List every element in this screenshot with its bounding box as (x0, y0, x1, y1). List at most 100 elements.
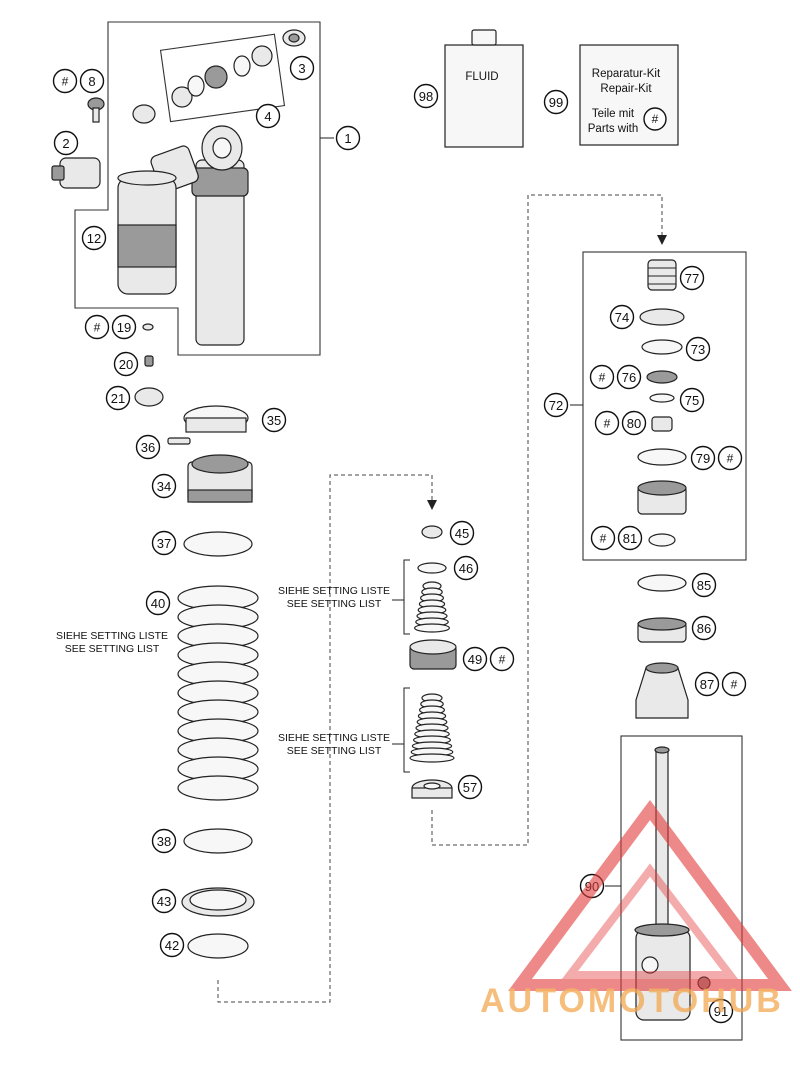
hash-marker: # (727, 452, 734, 466)
shim-disc (409, 753, 455, 763)
callout-21-circle (105, 385, 131, 411)
callout-38: 38 (157, 834, 171, 849)
hash-marker-circle (721, 671, 747, 697)
callout-37: 37 (157, 536, 171, 551)
bleed-screw (87, 97, 105, 123)
callout-1: 1 (344, 131, 351, 146)
callout-4-circle (255, 103, 281, 129)
repair-kit-box: Reparatur-Kit Repair-Kit Teile mit Parts… (579, 44, 679, 146)
callout-8-circle (79, 68, 105, 94)
note-setting-de-lower: SIEHE SETTING LISTE (278, 732, 390, 744)
callout-layer: 12348#1219#20213536343740384342454649#57… (52, 55, 747, 1024)
callout-36: 36 (141, 440, 155, 455)
bracket-lower (392, 687, 410, 773)
repair-kit-line3: Teile mit (592, 108, 635, 120)
adjusting-ring-34 (187, 454, 253, 503)
callout-73: 73 (691, 342, 705, 357)
callout-86-circle (691, 615, 717, 641)
callout-81-circle (617, 525, 643, 551)
note-setting-en-lower: SEE SETTING LIST (287, 745, 382, 757)
callout-20: 20 (119, 357, 133, 372)
seal-76 (646, 370, 678, 384)
washer-57 (411, 779, 453, 799)
callout-36-circle (135, 434, 161, 460)
callout-35: 35 (267, 413, 281, 428)
washer-46 (417, 562, 447, 574)
housing-78 (637, 480, 687, 515)
repair-kit-symbol: # (652, 112, 659, 126)
callout-79-circle (690, 445, 716, 471)
callout-38-circle (151, 828, 177, 854)
callout-57: 57 (463, 780, 477, 795)
callout-77-circle (679, 265, 705, 291)
fluid-container: FLUID (444, 29, 524, 148)
bracket-upper (392, 559, 410, 635)
callout-45: 45 (455, 526, 469, 541)
callout-74: 74 (615, 310, 629, 325)
bushing-80 (651, 416, 673, 432)
callout-72-circle (543, 392, 569, 418)
callout-3: 3 (298, 61, 305, 76)
callout-43-circle (151, 888, 177, 914)
watermark-logo: AUTOMOTOHUB (480, 799, 792, 1020)
retainer-35 (183, 405, 249, 433)
cup-73 (641, 339, 683, 355)
callout-85: 85 (697, 578, 711, 593)
callout-34-circle (151, 473, 177, 499)
damper-rod-frame (620, 735, 743, 1041)
callout-91: 91 (714, 1004, 728, 1019)
hash-marker: # (94, 321, 101, 335)
oring-19 (142, 323, 154, 331)
callout-85-circle (691, 572, 717, 598)
callout-99-circle (543, 89, 569, 115)
hash-marker: # (62, 75, 69, 89)
callout-43: 43 (157, 894, 171, 909)
arrow-45 (427, 500, 437, 510)
plate-74 (639, 308, 685, 326)
callout-75: 75 (685, 393, 699, 408)
callout-12-circle (81, 225, 107, 251)
repair-kit-line1: Reparatur-Kit (592, 68, 661, 80)
callout-91-circle (708, 998, 734, 1024)
callout-1-circle (335, 125, 361, 151)
callout-40: 40 (151, 596, 165, 611)
repair-kit-line4: Parts with (588, 123, 639, 135)
callout-37-circle (151, 530, 177, 556)
piston-49 (409, 639, 457, 670)
callout-45-circle (449, 520, 475, 546)
hash-marker-circle (489, 646, 515, 672)
washer-37 (183, 531, 253, 557)
callout-12: 12 (87, 231, 101, 246)
callout-73-circle (685, 336, 711, 362)
callout-46-circle (453, 555, 479, 581)
callout-8: 8 (88, 74, 95, 89)
plate-43-inner (189, 889, 247, 911)
callout-86: 86 (697, 621, 711, 636)
callout-80: 80 (627, 416, 641, 431)
washer-75 (649, 393, 675, 403)
circlip-85 (637, 574, 687, 592)
callout-21: 21 (111, 391, 125, 406)
callout-46: 46 (459, 561, 473, 576)
callout-2-circle (53, 130, 79, 156)
callout-42: 42 (165, 938, 179, 953)
seal-81 (648, 533, 676, 547)
hash-marker-circle (52, 68, 78, 94)
washer-38 (183, 828, 253, 854)
note-setting-en-upper: SEE SETTING LIST (287, 598, 382, 610)
hash-marker-circle (590, 525, 616, 551)
fluid-label: FLUID (465, 71, 498, 83)
reservoir (117, 170, 177, 295)
callout-49: 49 (468, 652, 482, 667)
callout-75-circle (679, 387, 705, 413)
callout-4: 4 (264, 109, 271, 124)
ring-42 (187, 933, 249, 959)
hash-marker-circle (84, 314, 110, 340)
callout-98: 98 (419, 89, 433, 104)
cap-21 (134, 387, 164, 407)
adjuster-knob (51, 157, 101, 189)
spring-coil (177, 775, 259, 801)
spring-40 (177, 585, 259, 801)
callout-19-circle (111, 314, 137, 340)
spring-77 (647, 259, 677, 291)
